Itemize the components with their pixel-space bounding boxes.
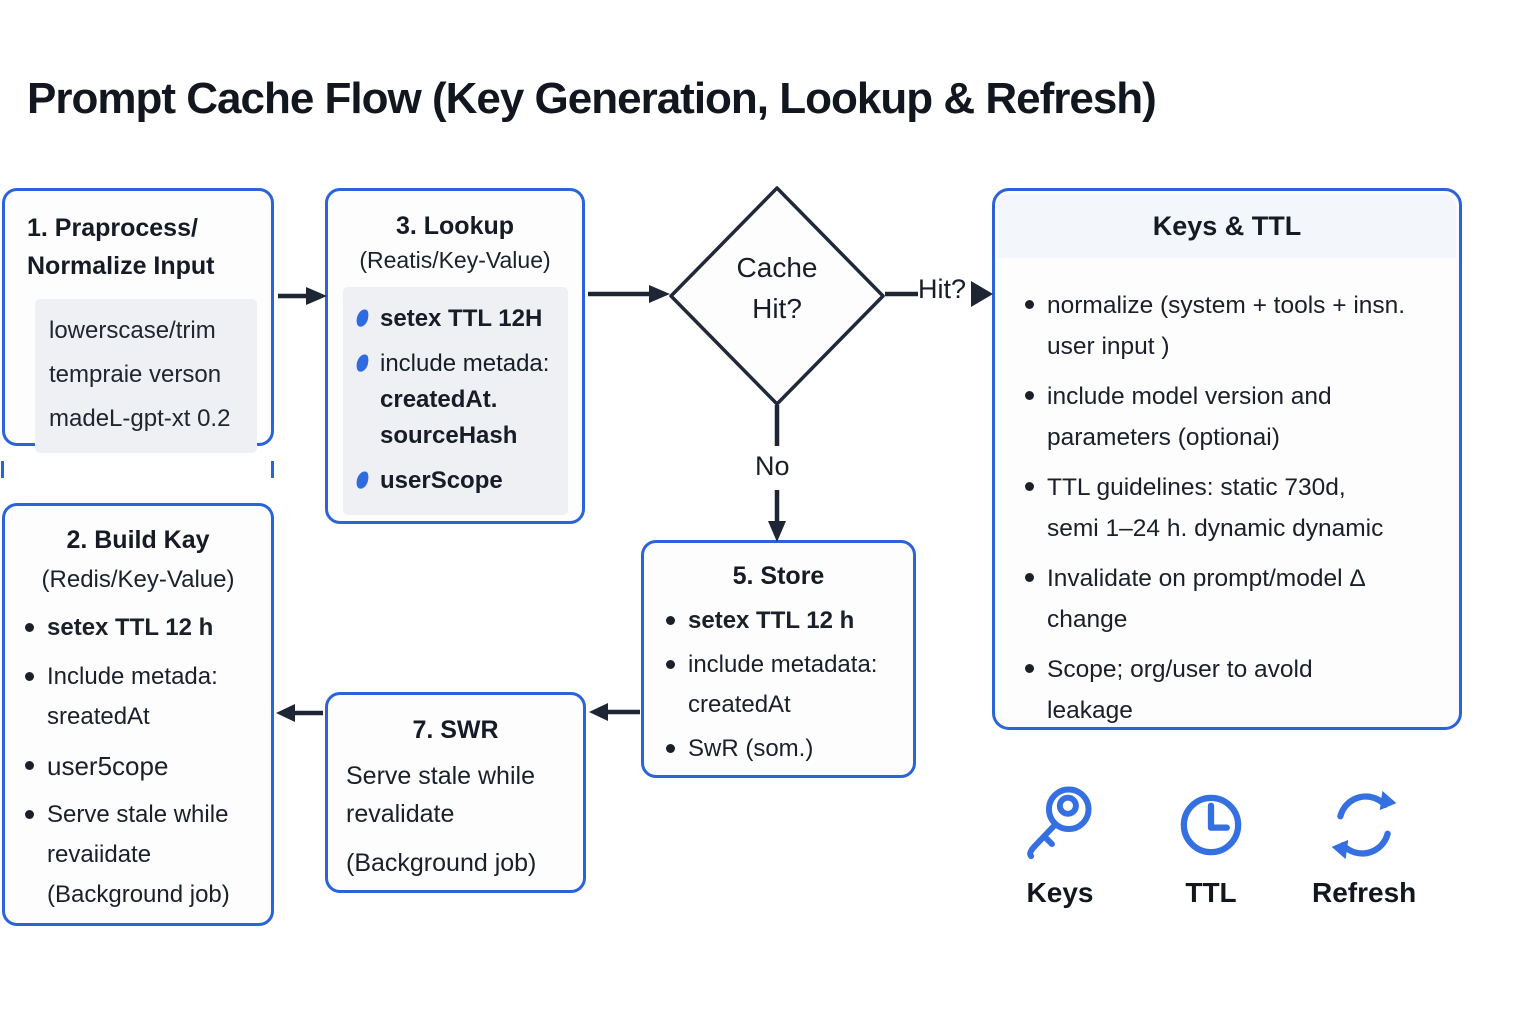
node-build-key-list: setex TTL 12 h Include metada: sreatedAt…: [25, 608, 261, 915]
list-item: setex TTL 12H: [354, 301, 562, 337]
panel-header-tint: [998, 194, 1456, 258]
bullet-dot-icon: [1025, 300, 1034, 309]
node-store-heading: 5. Store: [732, 562, 825, 590]
arrowhead-right-icon: [971, 281, 993, 307]
decision-label: Cache Hit?: [736, 252, 818, 324]
list-item: include metadata: createdAt: [666, 645, 903, 725]
arrowhead-left-icon: [276, 704, 295, 722]
comma-bullet-icon: [354, 469, 371, 491]
node-lookup-code: setex TTL 12H include metada: createdAt.…: [343, 287, 568, 515]
node-swr: 7. SWR Serve stale while revalidate (Bac…: [325, 692, 586, 893]
bullet-dot-icon: [25, 672, 34, 681]
list-item: normalize (system + tools + insn. user i…: [1025, 285, 1441, 367]
legend-ttl: TTL: [1169, 783, 1253, 909]
list-item: include model version and parameters (op…: [1025, 376, 1441, 458]
list-item: Serve stale while revaiidate (Background…: [25, 795, 261, 915]
node-store-list: setex TTL 12 h include metadata: created…: [666, 601, 903, 769]
bullet-dot-icon: [25, 810, 34, 819]
node-lookup-heading: 3. Lookup: [395, 212, 515, 240]
legend-label: TTL: [1185, 877, 1237, 908]
node-store: 5. Store setex TTL 12 h include metadata…: [641, 540, 916, 778]
node-swr-heading: 7. SWR: [412, 716, 499, 744]
node-lookup-subtitle: (Reatis/Key-Value): [359, 247, 551, 273]
bullet-dot-icon: [1025, 573, 1034, 582]
arrowhead-right-icon: [649, 285, 670, 303]
bullet-dot-icon: [1025, 391, 1034, 400]
arrowhead-right-icon: [306, 287, 327, 305]
bullet-dot-icon: [666, 660, 675, 669]
bullet-dot-icon: [25, 623, 34, 632]
node-preprocess: 1. Praprocess/ Normalize Input lowerscas…: [2, 188, 274, 453]
legend-label: Refresh: [1312, 877, 1417, 908]
list-item: TTL guidelines: static 730d, semi 1–24 h…: [1025, 467, 1441, 549]
page-title: Prompt Cache Flow (Key Generation, Looku…: [27, 74, 1157, 123]
node-build-key: 2. Build Kay (Redis/Key-Value) setex TTL…: [2, 503, 274, 926]
bullet-dot-icon: [666, 744, 675, 753]
bullet-dot-icon: [1025, 482, 1034, 491]
comma-bullet-icon: [354, 352, 371, 374]
list-item: Scope; org/user to avold leakage: [1025, 649, 1441, 731]
list-item: include metada: createdAt. sourceHash: [354, 346, 562, 454]
refresh-icon: [1331, 790, 1397, 860]
list-item: Include metada: sreatedAt: [25, 657, 261, 737]
list-item: Invalidate on prompt/model Δ change: [1025, 558, 1441, 640]
list-item: userScope: [354, 463, 562, 499]
arrowhead-down-icon: [768, 521, 786, 542]
node-swr-body: Serve stale while revalidate: [346, 762, 535, 828]
panel-keys-ttl: Keys & TTL normalize (system + tools + i…: [992, 188, 1462, 730]
list-item: setex TTL 12 h: [666, 601, 903, 641]
decision-no-label: No: [755, 451, 790, 481]
connector-stub: [271, 461, 274, 478]
list-item: SwR (som.): [666, 729, 903, 769]
legend-refresh: Refresh: [1312, 783, 1416, 909]
list-item: setex TTL 12 h: [25, 608, 261, 648]
bullet-dot-icon: [666, 616, 675, 625]
decision-yes-label: Hit?: [918, 274, 967, 304]
panel-keys-ttl-heading: Keys & TTL: [1152, 211, 1302, 241]
node-preprocess-heading: 1. Praprocess/ Normalize Input: [27, 214, 215, 280]
list-item: user5cope: [25, 746, 261, 786]
node-build-key-subtitle: (Redis/Key-Value): [41, 566, 235, 593]
key-icon: [1027, 786, 1092, 860]
legend-keys: Keys: [1018, 783, 1102, 909]
arrowhead-left-icon: [589, 703, 608, 721]
node-lookup: 3. Lookup (Reatis/Key-Value) setex TTL 1…: [325, 188, 585, 524]
node-swr-note: (Background job): [346, 849, 537, 877]
legend-label: Keys: [1026, 877, 1094, 908]
bullet-dot-icon: [1025, 664, 1034, 673]
bullet-dot-icon: [25, 761, 34, 770]
node-preprocess-code: lowerscase/trim tempraie verson madeL-gp…: [35, 299, 257, 453]
connector-stub: [1, 461, 4, 478]
clock-icon: [1180, 794, 1242, 856]
node-build-key-heading: 2. Build Kay: [66, 526, 210, 554]
comma-bullet-icon: [354, 307, 371, 329]
panel-keys-ttl-list: normalize (system + tools + insn. user i…: [1025, 285, 1441, 731]
